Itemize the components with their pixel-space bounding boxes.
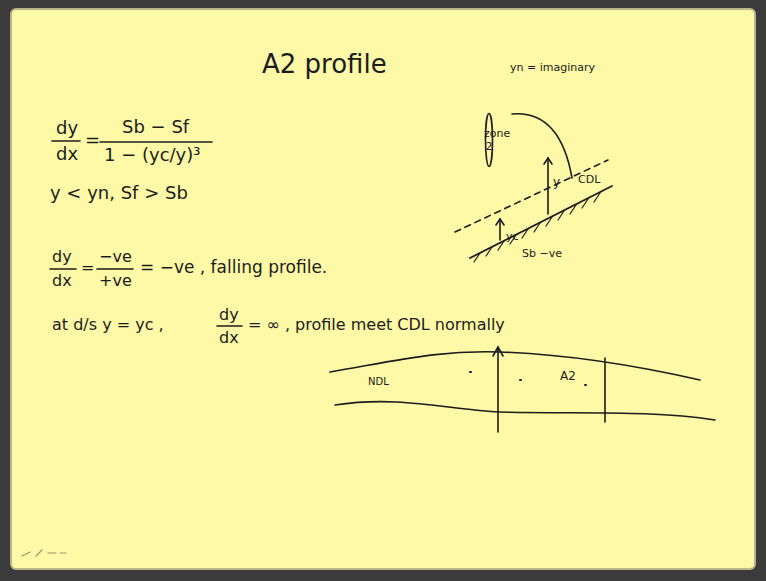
- eq-numerator: dy: [52, 248, 72, 266]
- result-text: = −ve , falling profile.: [140, 258, 327, 277]
- eq-denominator: +ve: [99, 272, 132, 290]
- profile-label: A2: [560, 370, 576, 383]
- eq-denominator: dx: [219, 329, 239, 347]
- eq-denominator: dx: [56, 144, 78, 164]
- eq-sign: =: [81, 259, 94, 277]
- zone-text: zone 2: [484, 127, 494, 153]
- eq-numerator: dy: [219, 306, 239, 324]
- depth-label: yc: [506, 231, 519, 243]
- slope-label: Sb −ve: [522, 248, 562, 260]
- eq-numerator: dy: [56, 118, 78, 138]
- eq-denominator: dx: [52, 272, 72, 290]
- zone-circle: zone 2: [484, 112, 494, 168]
- eq-numerator: −ve: [99, 248, 132, 266]
- depth-label: y: [553, 176, 560, 189]
- note-text: yn = imaginary: [510, 62, 595, 74]
- eq-denominator: 1 − (yc/y)³: [104, 145, 201, 165]
- eq-numerator: Sb − Sf: [122, 117, 189, 137]
- slide-title: A2 profile: [262, 50, 387, 79]
- line-label: CDL: [578, 174, 600, 186]
- eq-sign: =: [85, 130, 100, 150]
- condition-text: y < yn, Sf > Sb: [50, 183, 188, 203]
- condition-text: at d/s y = yc ,: [52, 316, 164, 334]
- line-label: NDL: [368, 376, 389, 387]
- result-text: = ∞ , profile meet CDL normally: [248, 316, 505, 334]
